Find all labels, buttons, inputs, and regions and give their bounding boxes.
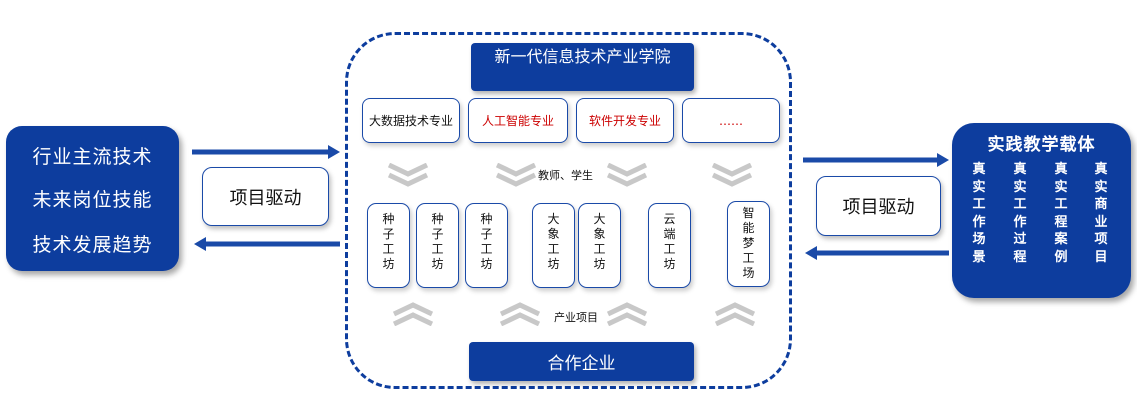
workshop-label: 大 象 工 坊 [593, 212, 606, 271]
chevron-up-icon [392, 302, 434, 326]
major-ai: 人工智能专业 [468, 98, 568, 143]
project-driven-left: 项目驱动 [202, 167, 329, 226]
workshop-seed-2: 种 子 工 坊 [416, 203, 459, 288]
industry-projects-label: 产业项目 [554, 311, 598, 324]
chevron-down-icon [711, 163, 753, 187]
workshop-label: 种 子 工 坊 [382, 212, 395, 271]
workshop-label: 云 端 工 坊 [663, 212, 676, 271]
chevron-down-icon [387, 163, 429, 187]
chevron-up-icon [499, 302, 541, 326]
workshop-cloud: 云 端 工 坊 [648, 203, 691, 288]
workshop-label: 种 子 工 坊 [480, 212, 493, 271]
arrow-right-icon [803, 153, 949, 167]
chevron-up-icon [714, 302, 756, 326]
workshop-label: 种 子 工 坊 [431, 212, 444, 271]
major-software: 软件开发专业 [576, 98, 674, 143]
left-panel-line-1: 行业主流技术 [32, 146, 153, 168]
major-more: …… [682, 98, 780, 143]
arrow-left-icon [805, 246, 949, 260]
right-panel-title: 实践教学载体 [987, 135, 1096, 155]
arrow-right-icon [192, 145, 340, 159]
partner-enterprise: 合作企业 [469, 342, 694, 381]
chevron-down-icon [606, 163, 648, 187]
workshop-seed-3: 种 子 工 坊 [465, 203, 508, 288]
college-container [345, 32, 792, 389]
carrier-real-process: 真 实 工 作 过 程 [1013, 162, 1027, 265]
major-big-data: 大数据技术专业 [362, 98, 460, 143]
carrier-real-scene: 真 实 工 作 场 景 [972, 162, 986, 265]
left-arrows [192, 145, 340, 251]
arrow-left-icon [194, 237, 340, 251]
right-arrows [803, 153, 949, 260]
college-title: 新一代信息技术产业学院 [471, 43, 694, 91]
workshop-seed-1: 种 子 工 坊 [367, 203, 410, 288]
workshop-smart-dream: 智 能 梦 工 场 [727, 201, 770, 287]
carrier-real-project: 真 实 商 业 项 目 [1094, 162, 1108, 265]
left-panel-line-3: 技术发展趋势 [32, 234, 153, 256]
chevron-down-icon [495, 163, 537, 187]
chevron-up-icon [606, 302, 648, 326]
left-panel: 行业主流技术 未来岗位技能 技术发展趋势 [6, 126, 179, 271]
left-panel-line-2: 未来岗位技能 [32, 189, 153, 211]
teachers-students-label: 教师、学生 [538, 169, 593, 182]
workshop-elephant-2: 大 象 工 坊 [578, 203, 621, 288]
workshop-label: 智 能 梦 工 场 [742, 206, 755, 280]
workshop-label: 大 象 工 坊 [547, 212, 560, 271]
workshop-elephant-1: 大 象 工 坊 [532, 203, 575, 288]
carrier-real-case: 真 实 工 程 案 例 [1054, 162, 1068, 265]
project-driven-right: 项目驱动 [816, 176, 941, 236]
right-panel: 实践教学载体 真 实 工 作 场 景 真 实 工 作 过 程 真 实 工 程 案… [952, 123, 1131, 298]
